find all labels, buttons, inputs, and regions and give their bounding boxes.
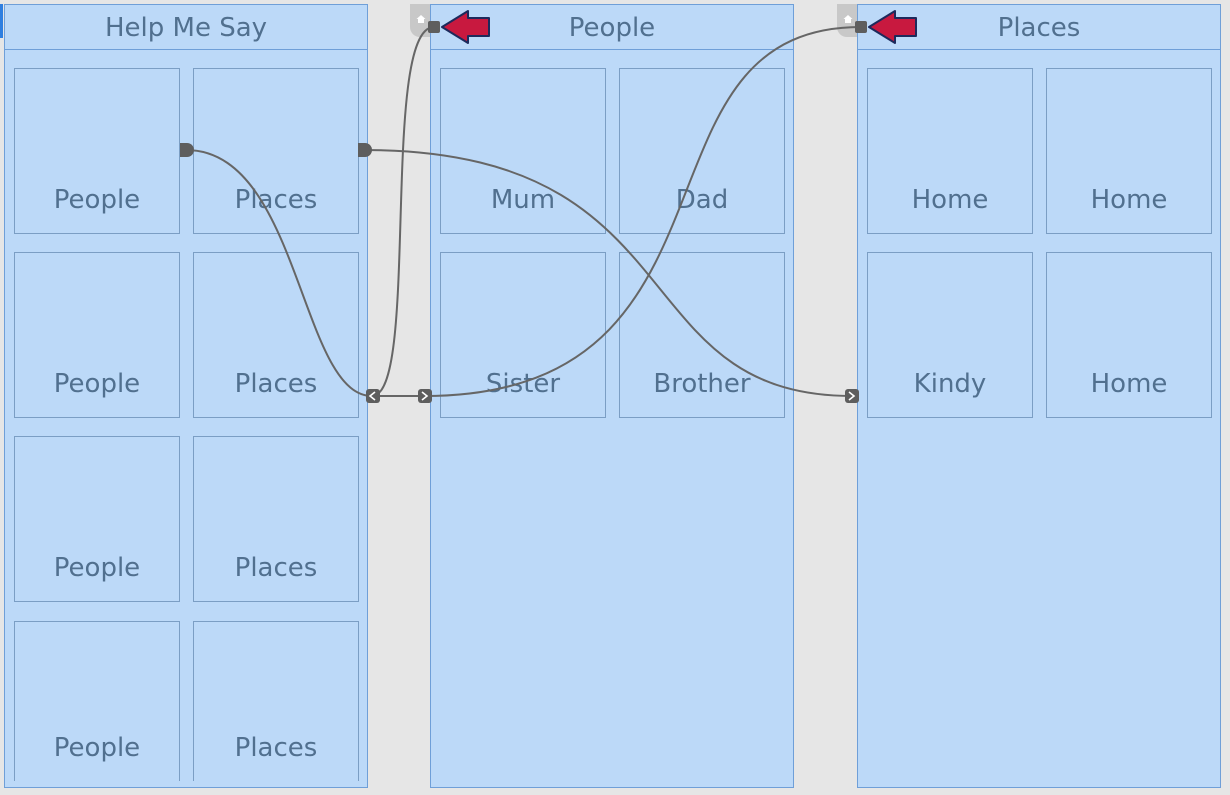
board-places[interactable]: Places Home Home Kindy Home	[857, 4, 1221, 788]
board-help-me-say[interactable]: Help Me Say People Places People Places …	[4, 4, 368, 788]
board-title[interactable]: Help Me Say	[5, 5, 367, 50]
tile-places[interactable]: Places	[193, 252, 359, 418]
tile-home[interactable]: Home	[1046, 252, 1212, 418]
tile-label: Places	[234, 553, 318, 583]
tile-label: People	[53, 733, 141, 763]
tile-label: Mum	[490, 185, 556, 215]
board-title[interactable]: Places	[858, 5, 1220, 50]
tile-label: People	[53, 369, 141, 399]
tile-places[interactable]: Places	[193, 68, 359, 234]
tile-label: Places	[234, 185, 318, 215]
tile-label: People	[53, 185, 141, 215]
home-tab-places[interactable]	[837, 4, 859, 37]
tile-label: Home	[1090, 185, 1168, 215]
home-icon	[416, 15, 426, 23]
tile-home[interactable]: Home	[1046, 68, 1212, 234]
tile-places[interactable]: Places	[193, 621, 359, 781]
tile-places[interactable]: Places	[193, 436, 359, 602]
tile-label: Kindy	[913, 369, 987, 399]
connector-line	[371, 26, 435, 397]
tile-people[interactable]: People	[14, 436, 180, 602]
tile-dad[interactable]: Dad	[619, 68, 785, 234]
tile-home[interactable]: Home	[867, 68, 1033, 234]
tile-label: People	[53, 553, 141, 583]
tile-label: Home	[911, 185, 989, 215]
tile-sister[interactable]: Sister	[440, 252, 606, 418]
tile-label: Brother	[653, 369, 751, 399]
tile-mum[interactable]: Mum	[440, 68, 606, 234]
tile-label: Home	[1090, 369, 1168, 399]
tile-brother[interactable]: Brother	[619, 252, 785, 418]
home-icon	[843, 15, 853, 23]
board-people[interactable]: People Mum Dad Sister Brother	[430, 4, 794, 788]
chevron-left-icon[interactable]	[366, 389, 380, 403]
tile-kindy[interactable]: Kindy	[867, 252, 1033, 418]
tile-people[interactable]: People	[14, 621, 180, 781]
selection-edge	[0, 4, 3, 38]
tile-label: Dad	[675, 185, 729, 215]
tile-label: Places	[234, 369, 318, 399]
tile-people[interactable]: People	[14, 68, 180, 234]
home-tab-people[interactable]	[410, 4, 432, 37]
board-title[interactable]: People	[431, 5, 793, 50]
tile-people[interactable]: People	[14, 252, 180, 418]
tile-label: Sister	[485, 369, 561, 399]
tile-label: Places	[234, 733, 318, 763]
